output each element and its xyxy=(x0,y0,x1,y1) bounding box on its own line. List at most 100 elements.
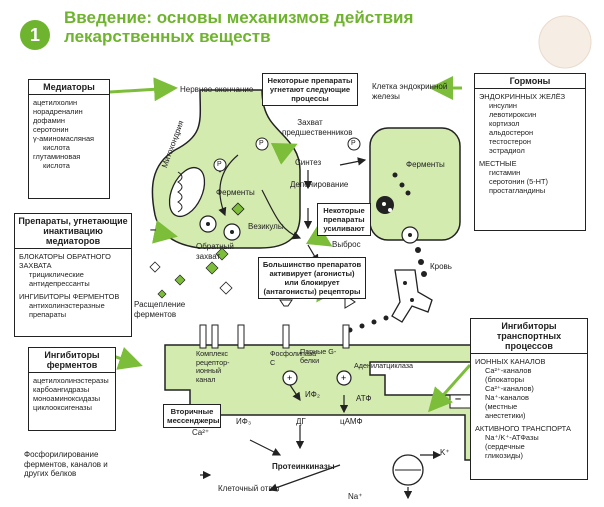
transport-item: (блокаторы xyxy=(485,375,525,384)
inactivation-title: Препараты, угнетающие инактивацию медиат… xyxy=(15,214,131,249)
mediator-item: глутаминовая xyxy=(33,152,81,161)
reuptake-label: Обратный захват xyxy=(196,242,234,261)
title-line-2: лекарственных веществ xyxy=(64,27,271,46)
transport-item: Na⁺-каналов xyxy=(485,393,529,402)
transport-list: ИОННЫХ КАНАЛОВ Ca²⁺-каналов (блокаторы C… xyxy=(471,354,587,463)
p-marker: P xyxy=(217,161,222,168)
drug-item: антидепрессанты xyxy=(29,279,90,288)
protein-kinases-label: Протеинкиназы xyxy=(272,462,335,471)
minus-sign: – xyxy=(150,224,157,236)
g-proteins-label: Парные G-белки xyxy=(300,347,337,365)
mediator-item: кислота xyxy=(43,161,70,170)
phosphorylation-label: Фосфорилирование ферментов, каналов и др… xyxy=(24,450,108,478)
hormone-item: левотироксин xyxy=(489,110,537,119)
drug-item: антихолинэстеразные xyxy=(29,301,105,310)
adenylate-label: Аденилатциклаза xyxy=(354,361,414,370)
transport-title: Ингибиторы транспортных процессов xyxy=(471,319,587,354)
second-messengers-note: Вторичные мессенджеры xyxy=(163,404,221,428)
inactivation-box: Препараты, угнетающие инактивацию медиат… xyxy=(14,213,132,337)
page-title: Введение: основы механизмов действия лек… xyxy=(64,8,413,46)
capture-label: Захват предшественников xyxy=(282,118,353,137)
transport-inhibitors-box: Ингибиторы транспортных процессов ИОННЫХ… xyxy=(470,318,588,480)
drug-item: трициклические xyxy=(29,270,84,279)
enzyme-item: моноаминоксидазы xyxy=(33,394,101,403)
mediator-item: серотонин xyxy=(33,125,69,134)
enzyme-inhibitors-box: Ингибиторы ферментов ацетилхолинэстеразы… xyxy=(28,347,116,431)
group-heading: МЕСТНЫЕ xyxy=(479,159,517,168)
camp-label: цАМФ xyxy=(340,417,363,426)
hormone-item: серотонин (5-НТ) xyxy=(489,177,548,186)
deposition-label: Депонирование xyxy=(290,180,349,189)
enhance-note: Некоторые препараты усиливают xyxy=(317,203,371,236)
mediator-item: норадреналин xyxy=(33,107,83,116)
hormone-item: альдостерон xyxy=(489,128,534,137)
mediators-box: Медиаторы ацетилхолин норадреналин дофам… xyxy=(28,79,110,199)
synthesis-label: Синтез xyxy=(295,158,322,167)
mitochondrion-shape xyxy=(168,166,206,218)
hormones-list: ЭНДОКРИННЫХ ЖЕЛЁЗ инсулин левотироксин к… xyxy=(475,89,585,198)
hormones-box: Гормоны ЭНДОКРИННЫХ ЖЕЛЁЗ инсулин левоти… xyxy=(474,73,586,231)
section-number: 1 xyxy=(20,20,50,50)
ip3-label: ИФ₃ xyxy=(236,417,252,426)
phospholipase-label: Фосфолипаза C xyxy=(270,349,317,367)
mediator-item: кислота xyxy=(43,143,70,152)
hormone-item: простагландины xyxy=(489,186,546,195)
title-line-1: Введение: основы механизмов действия xyxy=(64,8,414,27)
p-marker: P xyxy=(259,140,264,147)
hormones-title: Гормоны xyxy=(475,74,585,89)
blood-label: Кровь xyxy=(430,262,452,271)
release-label: Выброс xyxy=(332,240,361,249)
mediators-title: Медиаторы xyxy=(29,80,109,95)
hormone-item: кортизол xyxy=(489,119,520,128)
mediator-item: γ-аминомасляная xyxy=(33,134,95,143)
enzyme-item: карбоангидразы xyxy=(33,385,90,394)
enzymes-left-label: Ферменты xyxy=(216,188,255,197)
transport-item: анестетики) xyxy=(485,411,526,420)
mediator-item: дофамин xyxy=(33,116,65,125)
transport-item: Ca²⁺-каналов xyxy=(485,366,532,375)
k-ion-label: K⁺ xyxy=(440,448,450,457)
p-marker: P xyxy=(351,140,356,147)
mediators-list: ацетилхолин норадреналин дофамин серотон… xyxy=(29,95,109,173)
hormone-item: тестостерон xyxy=(489,137,531,146)
group-heading: ИОННЫХ КАНАЛОВ xyxy=(475,357,546,366)
endocrine-cell-shape xyxy=(369,127,461,241)
transport-item: Ca²⁺-каналов) xyxy=(485,384,534,393)
enzymes-right-label: Ферменты xyxy=(406,160,445,169)
enzyme-inhibitors-title: Ингибиторы ферментов xyxy=(29,348,115,373)
enzyme-inhibitors-list: ацетилхолинэстеразы карбоангидразы моноа… xyxy=(29,373,115,415)
group-heading: БЛОКАТОРЫ ОБРАТНОГО ЗАХВАТА xyxy=(19,252,111,270)
inactivation-list: БЛОКАТОРЫ ОБРАТНОГО ЗАХВАТА трициклическ… xyxy=(15,249,131,322)
ip2-label: ИФ₂ xyxy=(305,390,320,399)
complex-label: Комплекс рецептор-ионный канал xyxy=(196,349,230,384)
svg-text:+: + xyxy=(287,373,292,383)
hormone-item: гистамин xyxy=(489,168,521,177)
cell-response-label: Клеточный ответ xyxy=(218,484,281,493)
hormone-item: эстрадиол xyxy=(489,146,525,155)
group-heading: ЭНДОКРИННЫХ ЖЕЛЁЗ xyxy=(479,92,566,101)
svg-text:+: + xyxy=(341,373,346,383)
minus-sign: – xyxy=(455,393,462,405)
suppress-note: Некоторые препараты угнетают следующие п… xyxy=(262,73,358,106)
group-heading: ИНГИБИТОРЫ ФЕРМЕНТОВ xyxy=(19,292,120,301)
transport-item: (сердечные xyxy=(485,442,525,451)
hormone-item: инсулин xyxy=(489,101,517,110)
ca-label: Ca²⁺ xyxy=(192,428,210,437)
enzyme-cleavage-label: Расщепление ферментов xyxy=(134,300,186,319)
enzyme-item: ацетилхолинэстеразы xyxy=(33,376,109,385)
group-heading: АКТИВНОГО ТРАНСПОРТА xyxy=(475,424,571,433)
nerve-ending-label: Нервное окончание xyxy=(180,85,254,94)
vesicles-label: Везикулы xyxy=(248,222,284,231)
drug-item: препараты xyxy=(29,310,67,319)
transport-item: Na⁺/K⁺-АТФазы xyxy=(485,433,539,442)
na-ion-label: Na⁺ xyxy=(348,492,363,501)
enzyme-item: циклооксигеназы xyxy=(33,403,92,412)
dg-label: ДГ xyxy=(296,417,306,426)
atp-label: АТФ xyxy=(356,394,372,403)
transport-item: гликозиды) xyxy=(485,451,523,460)
transport-item: (местные xyxy=(485,402,518,411)
agonists-note: Большинство препаратов активирует (агони… xyxy=(258,257,366,299)
endocrine-cell-label: Клетка эндокринной железы xyxy=(372,82,448,101)
mediator-item: ацетилхолин xyxy=(33,98,78,107)
